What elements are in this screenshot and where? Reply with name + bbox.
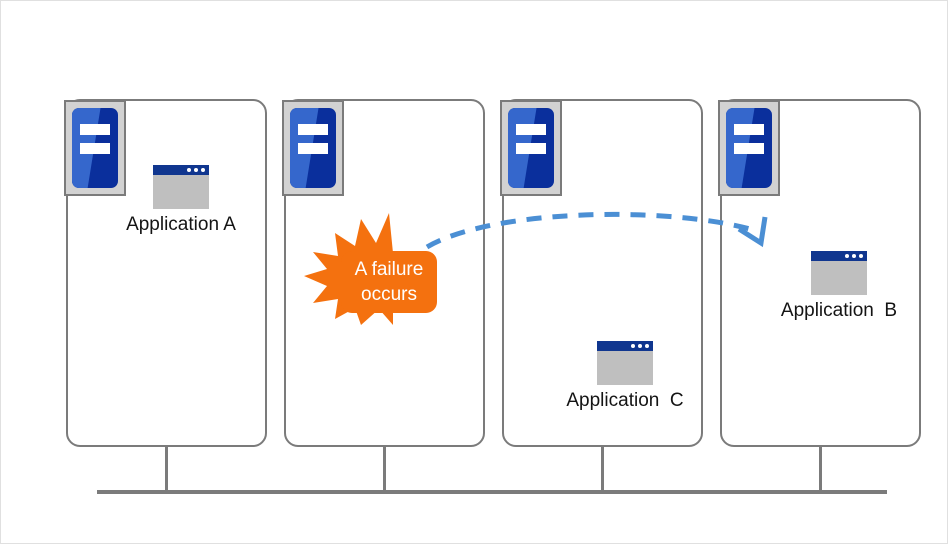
server-chassis (290, 108, 336, 188)
server-bay-bar (298, 124, 328, 135)
server-chassis (726, 108, 772, 188)
server-icon (718, 100, 780, 196)
network-bus-line (97, 490, 887, 494)
server-bay-bar (516, 143, 546, 154)
failure-message-line1: A failure (354, 259, 424, 280)
app-window-titlebar (811, 251, 867, 261)
app-window-icon (153, 165, 209, 209)
application-label: Application C (566, 390, 684, 411)
server-bay-bar (80, 143, 110, 154)
app-window-titlebar (597, 341, 653, 351)
server-icon (64, 100, 126, 196)
app-window-dots (631, 344, 649, 348)
app-window-titlebar (153, 165, 209, 175)
server-bay-bar (298, 143, 328, 154)
server-chassis (72, 108, 118, 188)
failure-message-box: A failure occurs (341, 251, 437, 313)
server-icon (500, 100, 562, 196)
app-window-dots (187, 168, 205, 172)
app-window-icon (811, 251, 867, 295)
server-chassis (508, 108, 554, 188)
network-stem-3 (601, 445, 604, 493)
failure-message-line2: occurs (361, 284, 417, 305)
server-icon (282, 100, 344, 196)
app-window-dots (845, 254, 863, 258)
server-bay-bar (516, 124, 546, 135)
server-bay-bar (734, 143, 764, 154)
network-stem-2 (383, 445, 386, 493)
application-b-group[interactable]: Application B (771, 251, 907, 322)
application-label: Application B (780, 300, 898, 321)
app-window-icon (597, 341, 653, 385)
network-stem-1 (165, 445, 168, 493)
server-bay-bar (734, 124, 764, 135)
failure-group[interactable]: A failure occurs (293, 213, 453, 325)
application-c-group[interactable]: Application C (557, 341, 693, 412)
network-stem-4 (819, 445, 822, 493)
application-a-group[interactable]: Application A (113, 165, 249, 236)
server-bay-bar (80, 124, 110, 135)
application-label: Application A (126, 214, 236, 235)
